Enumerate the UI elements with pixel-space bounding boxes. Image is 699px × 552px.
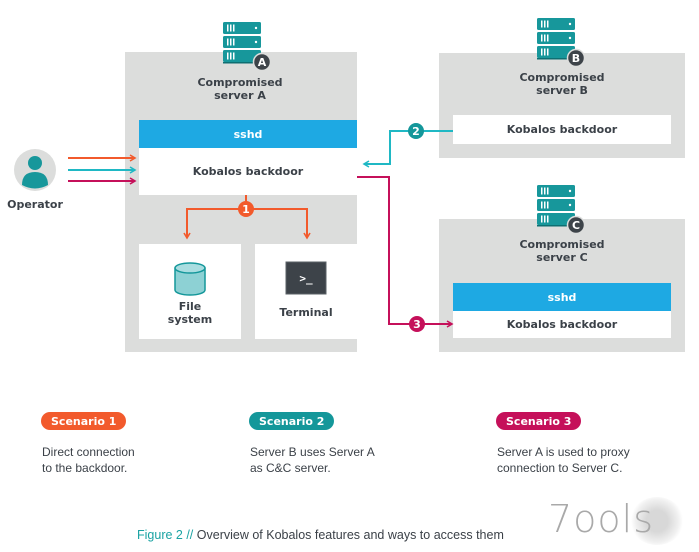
marker-2 [408,123,424,139]
scenario2-badge: Scenario 2 [249,412,335,430]
server-a-backdoor-label: Kobalos backdoor [192,165,304,178]
file-system-label-line2: system [167,313,213,326]
server-c-badge-circle [566,215,586,235]
scenario1-line1: Direct connection [42,445,135,459]
watermark-splash [630,497,684,545]
server-a-sshd: sshd [139,120,357,148]
operator-avatar [14,149,56,191]
server-b-badge-circle [566,48,586,68]
server-c-backdoor-box [453,311,671,338]
server-b-backdoor-label: Kobalos backdoor [506,123,618,136]
terminal-label: Terminal [279,306,333,319]
scenario2-description: Server B uses Server A as C&C server. [250,444,375,476]
scenario1-description: Direct connection to the backdoor. [42,444,135,476]
user-head-icon [28,156,42,170]
server-a-title-line2: server A [214,89,266,102]
scenario1-badge: Scenario 1 [41,412,127,430]
scenario2-line1: Server B uses Server A [250,445,375,459]
server-b-title-line1: Compromised [519,71,605,84]
scenario3-connector: 3 [357,176,454,332]
file-system-label-line1: File [178,300,202,313]
scenario3-badge: Scenario 3 [496,412,582,430]
server-c-backdoor-label: Kobalos backdoor [506,318,618,331]
server-b-icon: B [537,18,586,68]
terminal-prompt: >_ [299,272,313,285]
marker-3-label: 3 [413,318,421,331]
server-a-badge: A [258,56,267,69]
terminal-icon: >_ [285,261,327,295]
scenario1-line2: to the backdoor. [42,461,128,475]
server-a-title-line1: Compromised [197,76,283,89]
server-a-icon: A [223,22,272,72]
server-c-title: Compromised server C [497,238,627,264]
file-system-label: File system [139,300,241,326]
watermark-text: 7ools [548,497,655,541]
database-icon [174,262,206,296]
scenario3-description: Server A is used to proxy connection to … [497,444,630,476]
server-c-title-line1: Compromised [519,238,605,251]
marker-3 [409,316,425,332]
server-a-backdoor-box [139,148,357,195]
server-c-sshd: sshd [453,283,671,311]
scenario2-line2: as C&C server. [250,461,331,475]
scenario3-line2: connection to Server C. [497,461,623,475]
server-b-title: Compromised server B [497,71,627,97]
scenario2-connector: 2 [362,123,453,168]
marker-2-label: 2 [412,125,420,138]
marker-1 [238,201,254,217]
scenario3-line1: Server A is used to proxy [497,445,630,459]
server-a-badge-circle [252,52,272,72]
server-c-icon: C [537,185,586,235]
figure-caption: Figure 2 // Overview of Kobalos features… [137,528,504,542]
server-c-badge: C [572,219,580,232]
server-b-badge: B [572,52,580,65]
server-b-backdoor-box [453,115,671,144]
watermark: 7ools [548,497,698,547]
scenario1-branch: 1 [183,195,311,240]
figure-number: Figure 2 // [137,528,194,542]
user-body-icon [22,172,48,189]
server-a-title: Compromised server A [175,76,305,102]
marker-1-label: 1 [242,203,250,216]
server-b-title-line2: server B [536,84,588,97]
server-c-title-line2: server C [536,251,588,264]
figure-text: Overview of Kobalos features and ways to… [196,528,504,542]
operator-label: Operator [7,198,63,211]
